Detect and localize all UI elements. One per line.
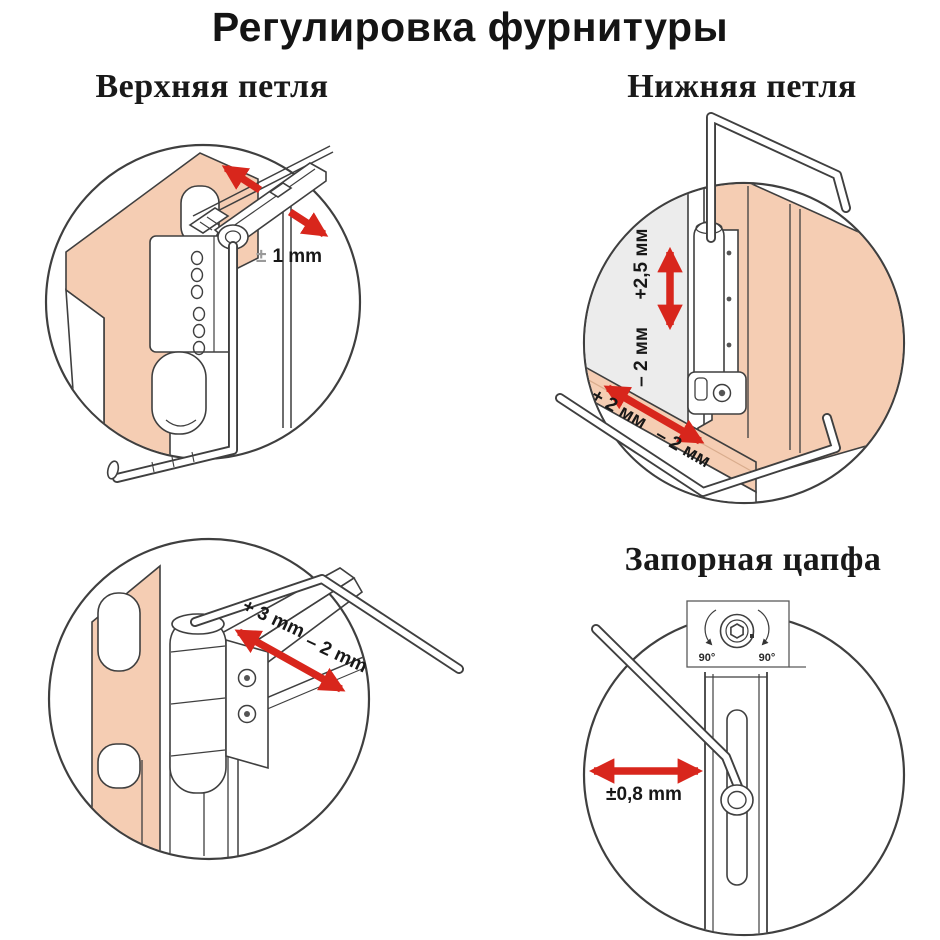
screw-dot — [726, 342, 732, 348]
hinge-barrel — [151, 351, 207, 435]
section-title-lower-hinge: Нижняя петля — [627, 68, 857, 105]
screw-dot — [726, 296, 732, 302]
adjust-arrow-downright — [287, 208, 329, 238]
adjust-arrow-upleft — [221, 164, 263, 194]
cam-front-outer — [719, 613, 755, 649]
plate-screw-center — [244, 711, 250, 717]
rotate-arc-right — [757, 609, 770, 646]
plate-screw-center — [244, 675, 250, 681]
rotate-left-label: 90° — [699, 652, 716, 664]
allen-key — [190, 574, 464, 674]
cam-mark-dot — [750, 634, 754, 638]
upper-hinge-measurement: ±1 mm — [256, 246, 322, 267]
allen-key-top — [706, 112, 851, 243]
upper-hinge-illustration: ±1 mm — [44, 143, 362, 483]
inset-box — [686, 600, 790, 668]
bracket-screw — [712, 383, 732, 403]
front-view-inset: 90° 90° — [686, 600, 806, 668]
glazing-bead-line — [245, 624, 368, 719]
key-end-cap — [106, 460, 120, 480]
hinge-pin-housing — [693, 221, 725, 391]
side-hinge-scene — [91, 564, 368, 858]
allen-key — [106, 241, 238, 483]
barrel-ring — [170, 749, 226, 757]
cam-front-ring — [725, 619, 749, 643]
frame-inner-face — [65, 288, 105, 458]
rotate-arc-left — [704, 609, 717, 646]
section-title-upper-hinge: Верхняя петля — [95, 68, 329, 105]
vertical-plus-label: +2,5 мм — [631, 229, 652, 300]
mushroom-cam — [720, 784, 754, 816]
section-title-locking-cam: Запорная цапфа — [624, 541, 882, 578]
barrel-bottom-line — [165, 419, 197, 427]
stay-track-line — [192, 145, 331, 217]
clamp-hatch — [199, 221, 213, 231]
glass-pane — [237, 610, 368, 858]
allen-key — [591, 624, 744, 794]
stay-arm-knob — [268, 182, 293, 198]
lateral-adjust-arrow — [603, 384, 705, 445]
allen-key-bottom — [555, 393, 841, 497]
lower-hinge-illustration: +2,5 мм – 2 мм + 2 мм – 2 мм — [555, 112, 906, 505]
clamp-block — [188, 207, 230, 234]
hinge-screw-slots — [190, 250, 206, 356]
side-hinge-illustration: + 3 mm – 2 mm — [47, 537, 464, 861]
cam-measurement: ±0,8 mm — [606, 784, 682, 805]
rotate-right-label: 90° — [759, 652, 776, 664]
hex-socket-icon — [730, 623, 744, 639]
detail-circle — [582, 181, 906, 505]
hinge-slot-bottom — [97, 743, 141, 789]
hinge-barrel — [169, 617, 227, 794]
screw-dot — [726, 250, 732, 256]
hinge-side-plate — [225, 638, 269, 770]
detail-circle — [47, 537, 371, 861]
clamp-hatch — [206, 216, 220, 226]
page-title: Регулировка фурнитуры — [211, 4, 729, 50]
bracket-screw-center — [718, 389, 726, 397]
locking-cam-scene — [704, 672, 768, 934]
barrel-ring — [170, 645, 226, 653]
barrel-ring — [170, 697, 226, 705]
vertical-minus-label: – 2 мм — [631, 327, 652, 387]
locking-cam-illustration: 90° 90° ±0,8 mm — [582, 600, 906, 937]
lateral-adjust-arrow — [234, 628, 346, 693]
hinge-slot-top — [97, 592, 141, 672]
plate-screw — [237, 704, 257, 724]
